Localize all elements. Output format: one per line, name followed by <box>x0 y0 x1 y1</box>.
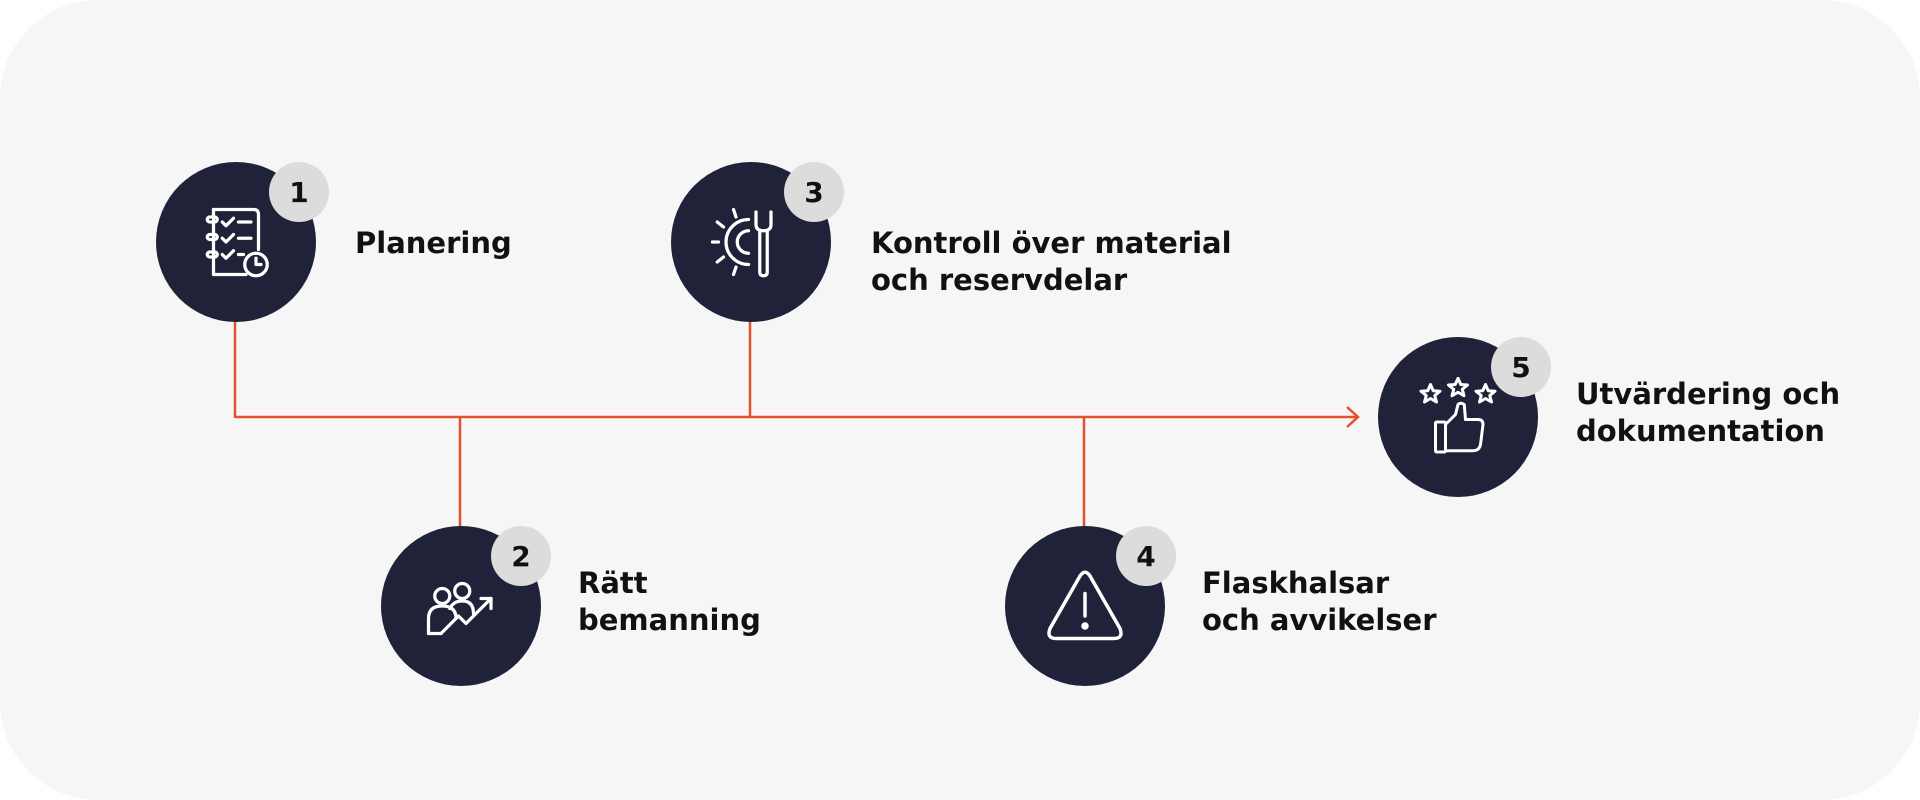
step-4-label-line-1: Flaskhalsar <box>1202 566 1390 600</box>
step-4-badge: 4 <box>1116 526 1176 586</box>
gear-wrench-icon <box>711 207 773 278</box>
stars-thumbs-up-icon <box>1419 377 1497 454</box>
step-2-label-line-2: bemanning <box>578 603 761 637</box>
step-5-label-line-1: Utvärdering och <box>1576 377 1841 411</box>
step-3-label: Kontroll över material och reservdelar <box>871 225 1232 299</box>
step-4-label: Flaskhalsar och avvikelser <box>1202 565 1437 639</box>
timeline-arrowhead <box>1346 406 1360 428</box>
checklist-clock-icon <box>205 207 269 278</box>
step-2-badge: 2 <box>491 526 551 586</box>
step-3-label-line-2: och reservdelar <box>871 263 1128 297</box>
step-5-badge: 5 <box>1491 337 1551 397</box>
step-3-label-line-1: Kontroll över material <box>871 226 1232 260</box>
warning-triangle-icon <box>1047 570 1123 641</box>
step-5-label: Utvärdering och dokumentation <box>1576 376 1840 450</box>
people-growth-icon <box>426 581 493 636</box>
step-2-label-line-1: Rätt <box>578 566 648 600</box>
step-1-node <box>156 162 316 322</box>
step-3-badge: 3 <box>784 162 844 222</box>
step-1-label-line: Planering <box>355 226 512 260</box>
step-5-label-line-2: dokumentation <box>1576 414 1825 448</box>
step-1-label: Planering <box>355 225 512 262</box>
step-2-label: Rätt bemanning <box>578 565 761 639</box>
step-4-label-line-2: och avvikelser <box>1202 603 1437 637</box>
step-1-badge: 1 <box>269 162 329 222</box>
